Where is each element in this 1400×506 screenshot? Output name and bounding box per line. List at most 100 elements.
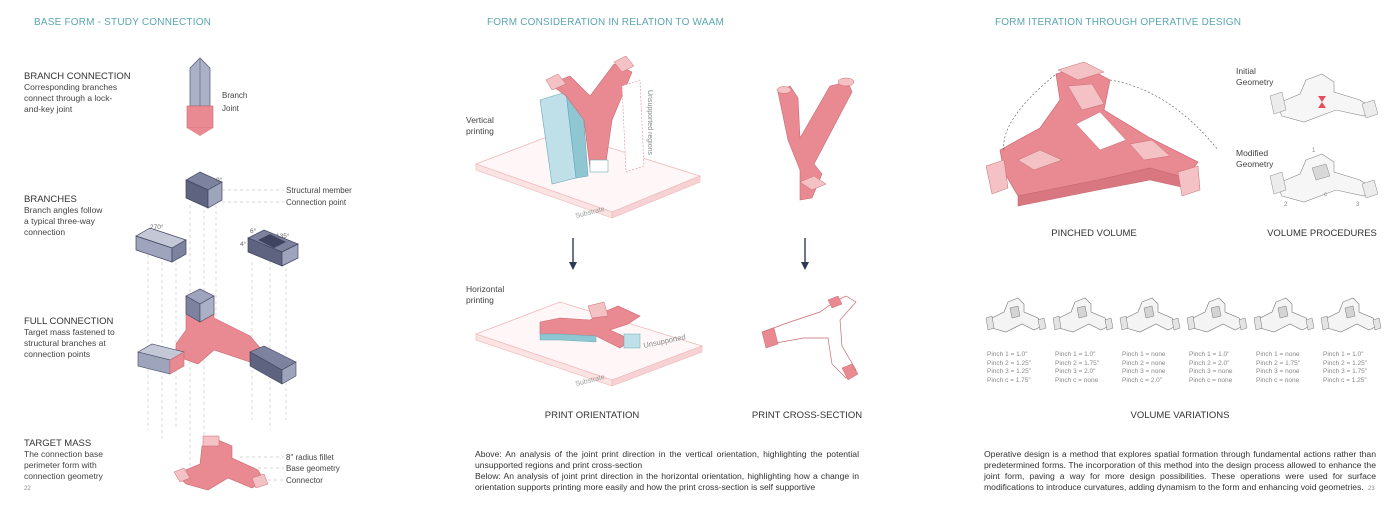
cross-section-vertical bbox=[776, 77, 855, 201]
variation-end bbox=[1119, 315, 1129, 331]
pinch-1: Pinch 1 = 1.0" bbox=[987, 351, 1028, 358]
point-label-1: 1 bbox=[1312, 148, 1316, 154]
pinch-c: Pinch c = 1.25" bbox=[1323, 376, 1367, 384]
pinch-c: Pinch c = none bbox=[1055, 376, 1099, 384]
point-label-3: 3 bbox=[1356, 202, 1360, 208]
variation-end bbox=[1037, 317, 1047, 331]
pinch-3: Pinch 3 = none bbox=[1122, 368, 1166, 375]
pinch-1: Pinch 1 = 1.0" bbox=[1055, 351, 1096, 358]
exploded-branches bbox=[135, 171, 299, 267]
variation-end bbox=[1305, 317, 1315, 331]
waam-paragraph: Above: An analysis of the joint print di… bbox=[475, 449, 859, 493]
variation-5: Pinch 1 = none Pinch 2 = 1.75" Pinch 3 =… bbox=[1256, 351, 1300, 385]
arrows-down bbox=[569, 238, 809, 270]
section-title: FULL CONNECTION bbox=[24, 316, 114, 327]
pinch-2: Pinch 2 = 1.25" bbox=[1323, 359, 1368, 367]
angle-0: 0° bbox=[216, 176, 223, 184]
point-label-2: 2 bbox=[1284, 202, 1288, 208]
variation-figure bbox=[1253, 297, 1315, 333]
section-body: The connection base perimeter form with … bbox=[24, 449, 103, 481]
section-body: Branch angles follow a typical three-way… bbox=[24, 205, 103, 237]
pinch-c: Pinch c = none bbox=[1189, 376, 1233, 384]
variation-void bbox=[1076, 305, 1088, 319]
variation-figure bbox=[1052, 297, 1114, 333]
header-base-form: BASE FORM - STUDY CONNECTION bbox=[34, 17, 212, 28]
variation-figure bbox=[1320, 297, 1382, 333]
variation-figure bbox=[1119, 297, 1181, 333]
horizontal-printing-label: Horizontal printing bbox=[466, 284, 505, 305]
target-mass-figure bbox=[173, 435, 269, 491]
pinch-3: Pinch 3 = 1.25" bbox=[987, 368, 1032, 375]
variation-end bbox=[1052, 315, 1062, 331]
variation-void bbox=[1210, 305, 1222, 319]
pinch-2: Pinch 2 = 1.75" bbox=[1055, 359, 1100, 367]
pinch-3: Pinch 3 = none bbox=[1256, 368, 1300, 375]
caption-pinched-volume: PINCHED VOLUME bbox=[1051, 228, 1137, 239]
variation-end bbox=[1372, 317, 1382, 331]
variation-void bbox=[1277, 305, 1289, 319]
callout-structural-member: Structural member bbox=[286, 186, 352, 195]
angle-4: 4° bbox=[240, 240, 247, 248]
pinch-2: Pinch 2 = 1.25" bbox=[987, 359, 1032, 367]
modified-geometry-figure bbox=[1269, 153, 1379, 203]
pinch-1: Pinch 1 = none bbox=[1122, 351, 1166, 358]
substrate-plate-vertical bbox=[474, 131, 702, 219]
callout-fillet: 8" radius fillet bbox=[286, 453, 334, 462]
pinched-volume-figure bbox=[985, 61, 1219, 207]
initial-geometry-figure bbox=[1269, 73, 1379, 123]
page-number-left: 22 bbox=[24, 486, 31, 492]
variation-4: Pinch 1 = 1.0" Pinch 2 = 2.0" Pinch 3 = … bbox=[1189, 351, 1233, 385]
section-body: Corresponding branches connect through a… bbox=[24, 82, 118, 114]
variation-end bbox=[1186, 315, 1196, 331]
section-branch-connection: BRANCH CONNECTION Corresponding branches… bbox=[24, 71, 139, 115]
pinch-3: Pinch 3 = 1.75" bbox=[1323, 368, 1368, 375]
pinch-1: Pinch 1 = 1.0" bbox=[1189, 351, 1230, 358]
initial-geometry-label: Initial Geometry bbox=[1236, 66, 1274, 87]
caption-volume-procedures: VOLUME PROCEDURES bbox=[1267, 228, 1377, 239]
pinch-1: Pinch 1 = none bbox=[1256, 351, 1300, 358]
caption-print-cross-section: PRINT CROSS-SECTION bbox=[751, 410, 863, 421]
section-body: Target mass fastened to structural branc… bbox=[24, 327, 115, 359]
cross-section-horizontal bbox=[761, 295, 859, 381]
angle-135: 135° bbox=[276, 232, 290, 240]
pinch-c: Pinch c = 1.75" bbox=[987, 376, 1031, 384]
horizontal-print-object bbox=[539, 301, 641, 349]
section-title: BRANCH CONNECTION bbox=[24, 71, 131, 82]
section-target-mass: TARGET MASS The connection base perimete… bbox=[24, 438, 139, 482]
variation-figures bbox=[985, 297, 1382, 333]
callout-joint: Joint bbox=[222, 104, 239, 113]
vertical-printing-label: Vertical printing bbox=[466, 115, 494, 136]
modified-geometry-label: Modified Geometry bbox=[1236, 148, 1274, 169]
branch-joint-figure bbox=[186, 57, 214, 136]
unsupported-regions-label: Unsupported regions bbox=[646, 90, 653, 155]
pinch-2: Pinch 2 = 2.0" bbox=[1189, 359, 1230, 367]
variation-void bbox=[1344, 305, 1356, 319]
variation-1: Pinch 1 = 1.0" Pinch 2 = 1.25" Pinch 3 =… bbox=[987, 351, 1031, 385]
angle-6: 6° bbox=[250, 227, 257, 235]
variation-figure bbox=[1186, 297, 1248, 333]
callout-connection-point: Connection point bbox=[286, 198, 347, 207]
pinch-3: Pinch 3 = 2.0" bbox=[1055, 368, 1096, 375]
variation-end bbox=[1238, 317, 1248, 331]
page-number-right: 23 bbox=[1368, 486, 1375, 492]
construction-lines bbox=[147, 189, 287, 481]
variation-figure bbox=[985, 297, 1047, 333]
variation-end bbox=[1171, 317, 1181, 331]
section-title: TARGET MASS bbox=[24, 438, 92, 449]
angle-270: 270° bbox=[150, 223, 164, 231]
callout-connector: Connector bbox=[286, 476, 323, 485]
variation-6: Pinch 1 = 1.0" Pinch 2 = 1.25" Pinch 3 =… bbox=[1323, 351, 1367, 385]
variation-end bbox=[1320, 315, 1330, 331]
pinch-c: Pinch c = 2.0" bbox=[1122, 376, 1163, 384]
variation-end bbox=[985, 315, 995, 331]
waam-paragraph-above: Above: An analysis of the joint print di… bbox=[475, 449, 859, 470]
caption-print-orientation: PRINT ORIENTATION bbox=[544, 410, 640, 421]
variation-3: Pinch 1 = none Pinch 2 = none Pinch 3 = … bbox=[1122, 351, 1166, 385]
section-title: BRANCHES bbox=[24, 194, 77, 205]
callout-base-geometry: Base geometry bbox=[286, 464, 340, 473]
pinch-c: Pinch c = none bbox=[1256, 376, 1300, 384]
waam-paragraph-below: Below: An analysis of joint print direct… bbox=[475, 471, 859, 492]
